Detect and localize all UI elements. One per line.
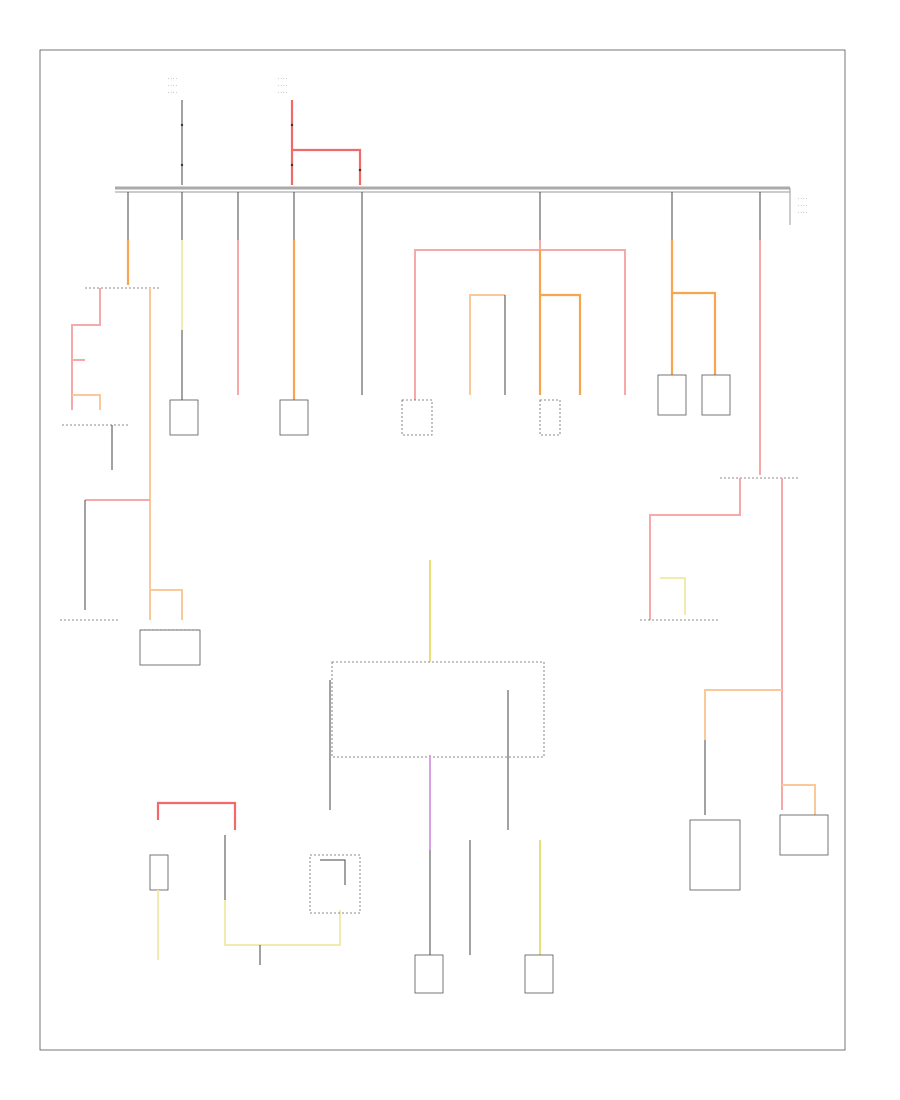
center-module-wiring — [329, 560, 554, 994]
fuse-drops — [127, 192, 761, 240]
svg-text:· · · ·: · · · · — [168, 83, 177, 88]
svg-text:· · · ·: · · · · — [168, 90, 177, 95]
middle-top-wiring — [169, 240, 363, 436]
svg-text:· · · ·: · · · · — [798, 210, 807, 215]
svg-text:· · · ·: · · · · — [168, 76, 177, 81]
svg-text:· · · ·: · · · · — [798, 203, 807, 208]
svg-text:· · · ·: · · · · — [278, 76, 287, 81]
diagram-border — [39, 49, 846, 1051]
fuse-bus-bar: · · · · · · · · · · · · — [115, 186, 807, 225]
svg-text:· · · ·: · · · · — [278, 90, 287, 95]
center-fuse-group-wiring — [401, 240, 626, 436]
svg-text:· · · ·: · · · · — [798, 196, 807, 201]
top-power-sources: · · · · · · · · · · · · · · · · · · · · … — [168, 76, 362, 185]
lower-left-relay-wiring — [149, 801, 361, 965]
left-branch-wiring — [60, 240, 201, 666]
right-branch-wiring — [640, 240, 829, 891]
svg-text:· · · ·: · · · · — [278, 83, 287, 88]
